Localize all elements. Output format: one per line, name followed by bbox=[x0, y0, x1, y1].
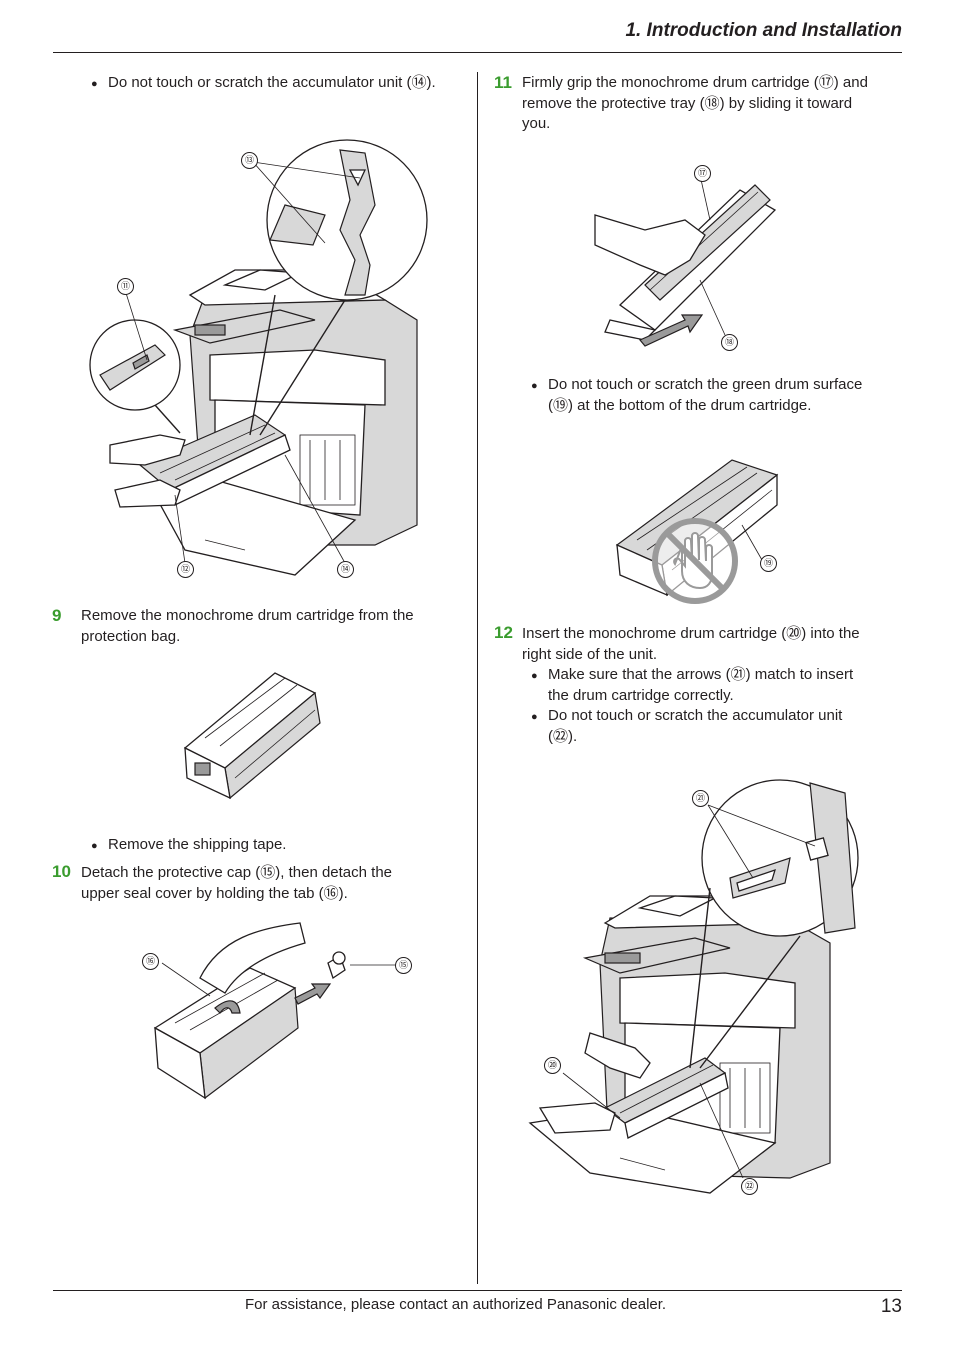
callout-20: ⑳ bbox=[544, 1057, 561, 1074]
figure-remove-tray bbox=[594, 174, 777, 347]
footer-assistance-text: For assistance, please contact an author… bbox=[245, 1296, 667, 1313]
callout-14: ⑭ bbox=[337, 561, 354, 578]
page-header-title: 1. Introduction and Installation bbox=[625, 20, 902, 41]
column-divider bbox=[477, 72, 478, 1284]
step-12-number: 12 bbox=[494, 623, 513, 642]
callout-18: ⑱ bbox=[721, 334, 738, 351]
header-rule bbox=[53, 52, 902, 53]
callout-19: ⑲ bbox=[760, 555, 777, 572]
step-12-line-1: Insert the monochrome drum cartridge (⑳)… bbox=[522, 625, 860, 642]
step-11-line-2: remove the protective tray (⑱) by slidin… bbox=[522, 94, 853, 112]
bullet-icon: ● bbox=[91, 78, 98, 90]
figure-drum-cartridge bbox=[183, 672, 321, 800]
step-12-bullet-2: Do not touch or scratch the accumulator … bbox=[548, 706, 908, 747]
step-12-bullet-1-line-1: Make sure that the arrows (㉑) match to i… bbox=[548, 666, 854, 683]
bullet-icon: ● bbox=[531, 711, 538, 723]
step-11-line-3: you. bbox=[522, 115, 551, 132]
intro-bullet-text: Do not touch or scratch the accumulator … bbox=[108, 74, 436, 91]
step-11-bullet-line-1: Do not touch or scratch the green drum s… bbox=[548, 376, 863, 393]
bullet-icon: ● bbox=[531, 670, 538, 682]
step-10-text: Detach the protective cap (⑮), then deta… bbox=[81, 863, 461, 904]
step-11-bullet-line-2: (⑲) at the bottom of the drum cartridge. bbox=[548, 396, 812, 414]
callout-15: ⑮ bbox=[395, 957, 412, 974]
page-number: 13 bbox=[880, 1296, 902, 1317]
figure-printer-insert-cartridge bbox=[528, 779, 859, 1194]
callout-17: ⑰ bbox=[694, 165, 711, 182]
callout-22: ㉒ bbox=[741, 1178, 758, 1195]
step-11-bullet-text: Do not touch or scratch the green drum s… bbox=[548, 375, 908, 416]
step-12-bullet-1-line-2: the drum cartridge correctly. bbox=[548, 686, 734, 704]
bullet-icon: ● bbox=[531, 380, 538, 392]
step-10-line-1: Detach the protective cap (⑮), then deta… bbox=[81, 864, 393, 881]
step-9-line-1: Remove the monochrome drum cartridge fro… bbox=[81, 607, 414, 624]
callout-21: ㉑ bbox=[692, 790, 709, 807]
step-10-number: 10 bbox=[52, 862, 71, 881]
callout-11: ⑪ bbox=[117, 278, 134, 295]
step-11-line-1: Firmly grip the monochrome drum cartridg… bbox=[522, 74, 868, 91]
callout-13: ⑬ bbox=[241, 152, 258, 169]
step-12-bullet-2-line-2: (㉒). bbox=[548, 727, 578, 745]
step-12-bullet-2-line-1: Do not touch or scratch the accumulator … bbox=[548, 707, 843, 724]
figure-printer-remove-cartridge bbox=[89, 139, 428, 576]
step-10-line-2: upper seal cover by holding the tab (⑯). bbox=[81, 884, 348, 902]
step-9-line-2: protection bag. bbox=[81, 627, 181, 645]
no-touch-hand-icon bbox=[652, 518, 738, 604]
step-9-bullet-text: Remove the shipping tape. bbox=[108, 836, 287, 853]
footer-rule bbox=[53, 1290, 902, 1291]
step-11-number: 11 bbox=[494, 73, 512, 92]
step-11-text: Firmly grip the monochrome drum cartridg… bbox=[522, 73, 907, 135]
step-9-text: Remove the monochrome drum cartridge fro… bbox=[81, 606, 461, 647]
callout-16: ⑯ bbox=[142, 953, 159, 970]
step-9-number: 9 bbox=[52, 606, 62, 625]
bullet-icon: ● bbox=[91, 840, 98, 852]
step-12-text: Insert the monochrome drum cartridge (⑳)… bbox=[522, 624, 907, 665]
step-12-line-2: right side of the unit. bbox=[522, 645, 658, 663]
callout-12: ⑫ bbox=[177, 561, 194, 578]
figure-seal-cover bbox=[153, 922, 395, 1100]
step-12-bullet-1: Make sure that the arrows (㉑) match to i… bbox=[548, 665, 908, 706]
